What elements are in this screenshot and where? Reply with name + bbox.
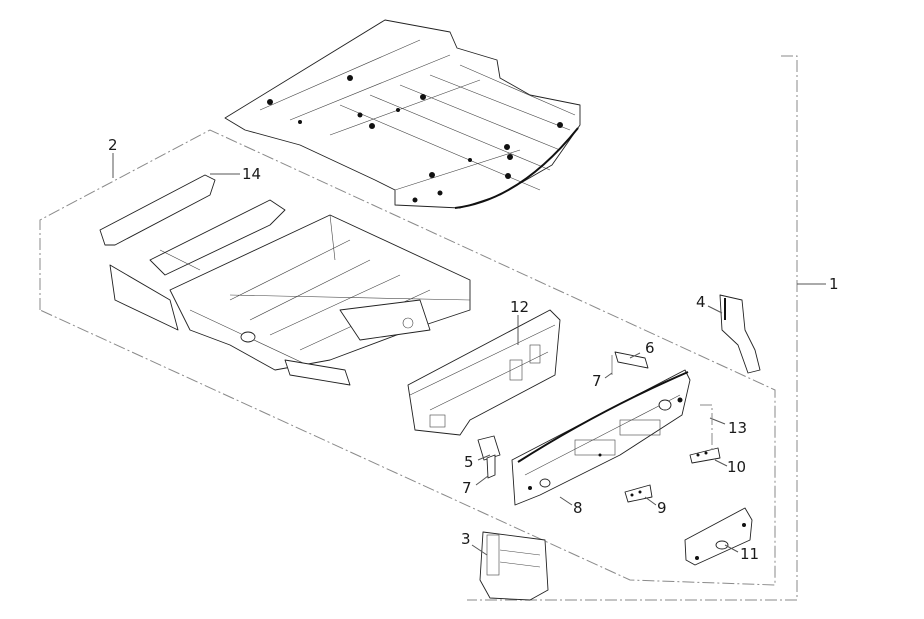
callout-7-left: 7	[462, 479, 472, 497]
callout-7-right: 7	[592, 372, 602, 390]
callout-labels: 1 2 3 4 5 6 7 7 8 9 10 11 12 13 14	[108, 136, 839, 563]
callout-8: 8	[573, 499, 583, 517]
assembly-1-boundary	[467, 55, 798, 601]
callout-6: 6	[645, 339, 655, 357]
group-boundaries	[39, 55, 798, 601]
callout-13: 13	[728, 419, 747, 437]
group-2-boundary	[39, 129, 776, 586]
callout-2: 2	[108, 136, 118, 154]
rear-frame-assembly[interactable]	[99, 174, 471, 386]
corner-extension-left[interactable]	[479, 531, 549, 601]
rear-crossmember[interactable]	[407, 309, 561, 436]
callout-11: 11	[740, 545, 759, 563]
bracket-left[interactable]	[477, 435, 501, 479]
bracket-right[interactable]	[611, 351, 649, 375]
rear-floor-panel[interactable]	[224, 19, 581, 209]
latch-reinforcement-10[interactable]	[689, 447, 721, 464]
rear-sill-reinforcement[interactable]	[684, 507, 753, 566]
callout-4: 4	[696, 293, 706, 311]
callout-1: 1	[829, 275, 839, 293]
leader-lines	[112, 153, 826, 556]
callout-14: 14	[242, 165, 261, 183]
callout-9: 9	[657, 499, 667, 517]
callout-12: 12	[510, 298, 529, 316]
callout-10: 10	[727, 458, 746, 476]
callout-5: 5	[464, 453, 474, 471]
rear-end-panel[interactable]	[511, 369, 691, 506]
corner-extension-right[interactable]	[719, 294, 761, 374]
callout-3: 3	[461, 530, 471, 548]
